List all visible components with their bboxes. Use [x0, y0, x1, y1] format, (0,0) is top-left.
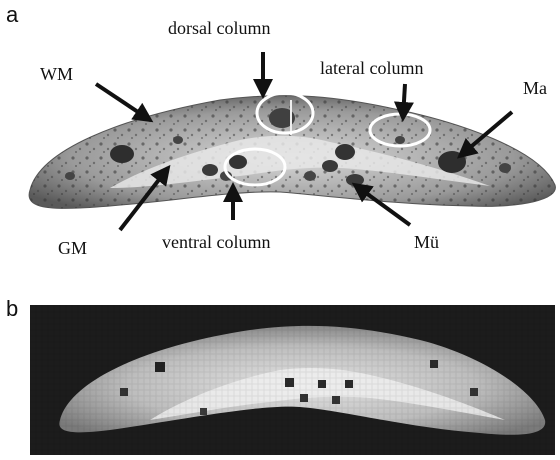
mri-pixel-grid [30, 305, 555, 455]
